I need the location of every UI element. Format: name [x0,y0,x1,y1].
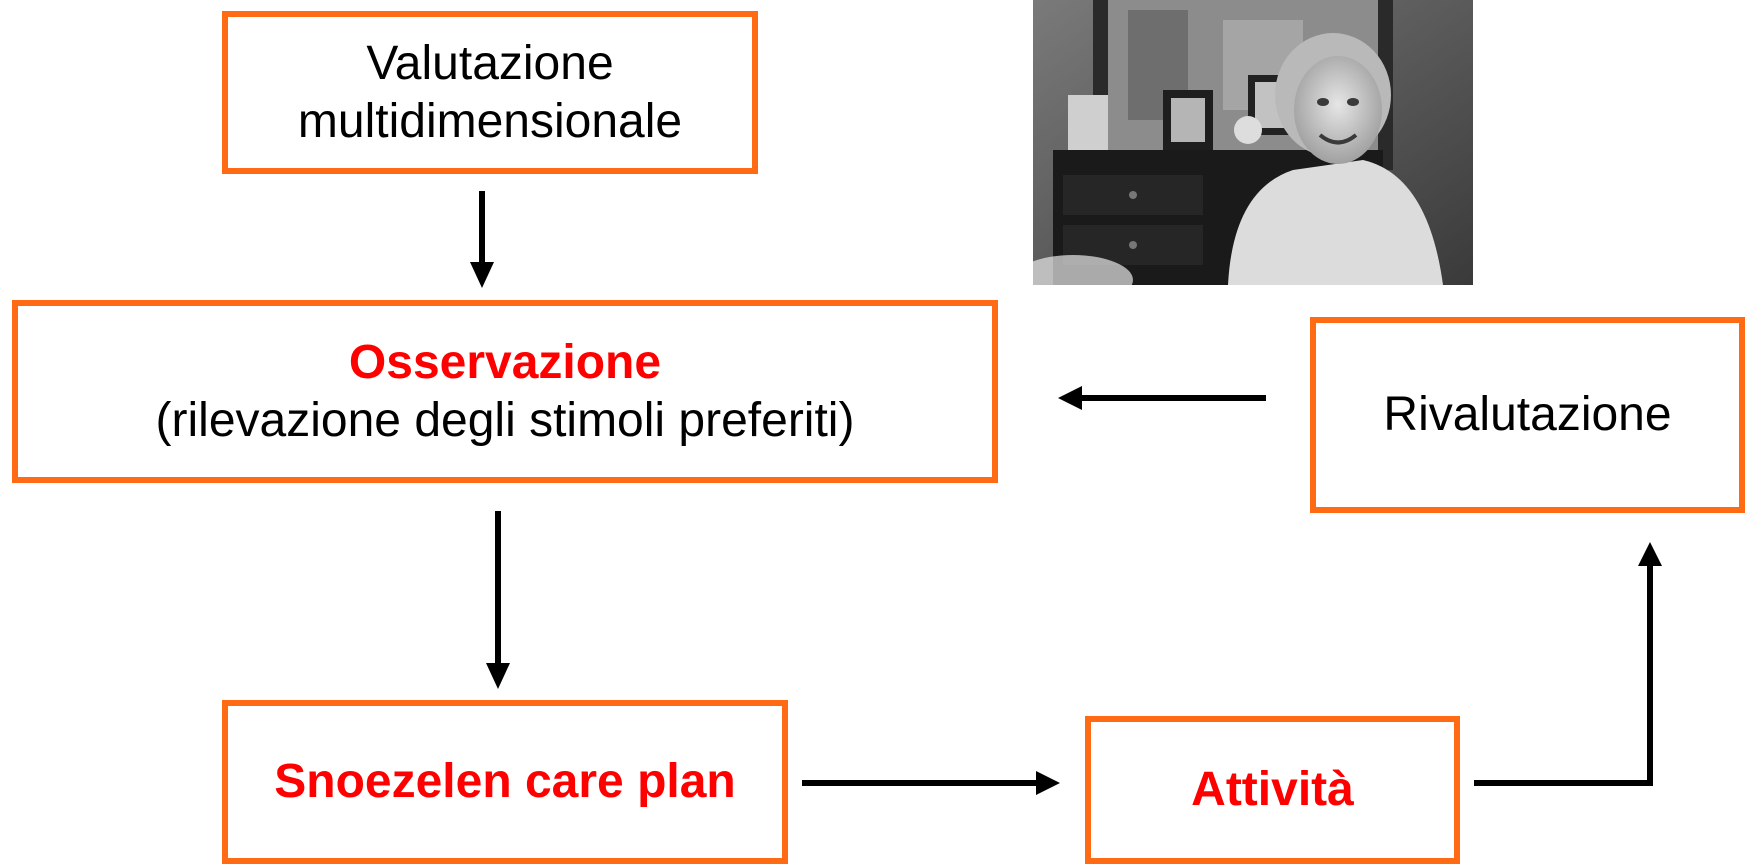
osservazione-subtitle: (rilevazione degli stimoli preferiti) [155,393,855,447]
rivalutazione-box: Rivalutazione [1310,317,1745,513]
arrow-snoezelen-to-attivita [802,771,1060,795]
arrow-attivita-to-rivalutazione [1474,542,1662,786]
elderly-woman-photo [1033,0,1473,285]
osservazione-box: Osservazione (rilevazione degli stimoli … [12,300,998,483]
valutazione-line1: Valutazione [366,36,614,90]
arrow-osservazione-to-snoezelen [486,511,510,689]
arrow-valutazione-to-osservazione [470,191,494,288]
valutazione-box: Valutazione multidimensionale [222,11,758,174]
snoezelen-label: Snoezelen care plan [274,755,736,809]
rivalutazione-label: Rivalutazione [1383,388,1672,442]
osservazione-title: Osservazione [348,335,662,389]
attivita-box: Attività [1085,716,1460,864]
attivita-label: Attività [1191,763,1354,817]
snoezelen-care-plan-box: Snoezelen care plan [222,700,788,864]
arrow-rivalutazione-to-osservazione [1058,386,1266,410]
valutazione-line2: multidimensionale [297,94,683,148]
photo-illustration [1033,0,1473,285]
